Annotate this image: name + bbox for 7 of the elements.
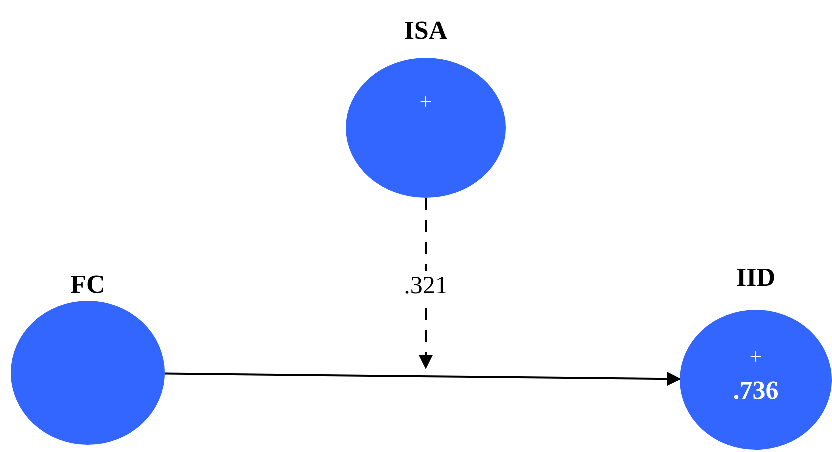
sign-text: + — [420, 91, 432, 114]
node-heading: ISA — [404, 18, 448, 44]
node-heading: IID — [736, 265, 776, 291]
sign-text: + — [750, 346, 762, 368]
arrow — [164, 372, 682, 386]
node-heading: FC — [70, 272, 106, 298]
node-value: .736 — [733, 378, 779, 404]
